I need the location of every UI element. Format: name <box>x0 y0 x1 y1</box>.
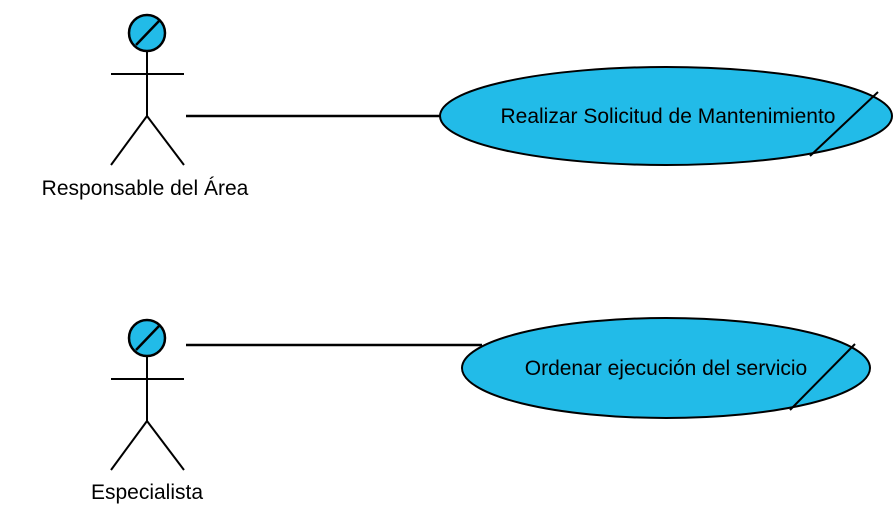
actor-especialista[interactable]: Especialista <box>91 318 203 504</box>
actor-left-leg <box>110 115 148 166</box>
use-case-ellipse <box>461 317 871 419</box>
actor-responsable[interactable]: Responsable del Área <box>42 13 249 200</box>
use-case-label: Ordenar ejecución del servicio <box>525 357 807 380</box>
use-case-label: Realizar Solicitud de Mantenimiento <box>500 105 835 128</box>
actor-label: Responsable del Área <box>42 177 249 200</box>
actor-label: Especialista <box>91 481 203 504</box>
actor-head-slash <box>135 20 160 46</box>
use-case-slash <box>809 91 879 157</box>
actor-left-leg <box>110 420 148 471</box>
actor-head-slash <box>135 325 160 351</box>
use-case-solicitud[interactable]: Realizar Solicitud de Mantenimiento <box>439 66 893 166</box>
use-case-ellipse <box>439 66 893 166</box>
actor-right-leg <box>146 115 185 166</box>
use-case-ejecucion[interactable]: Ordenar ejecución del servicio <box>461 317 871 419</box>
use-case-slash <box>789 343 856 411</box>
actor-right-leg <box>146 420 185 471</box>
